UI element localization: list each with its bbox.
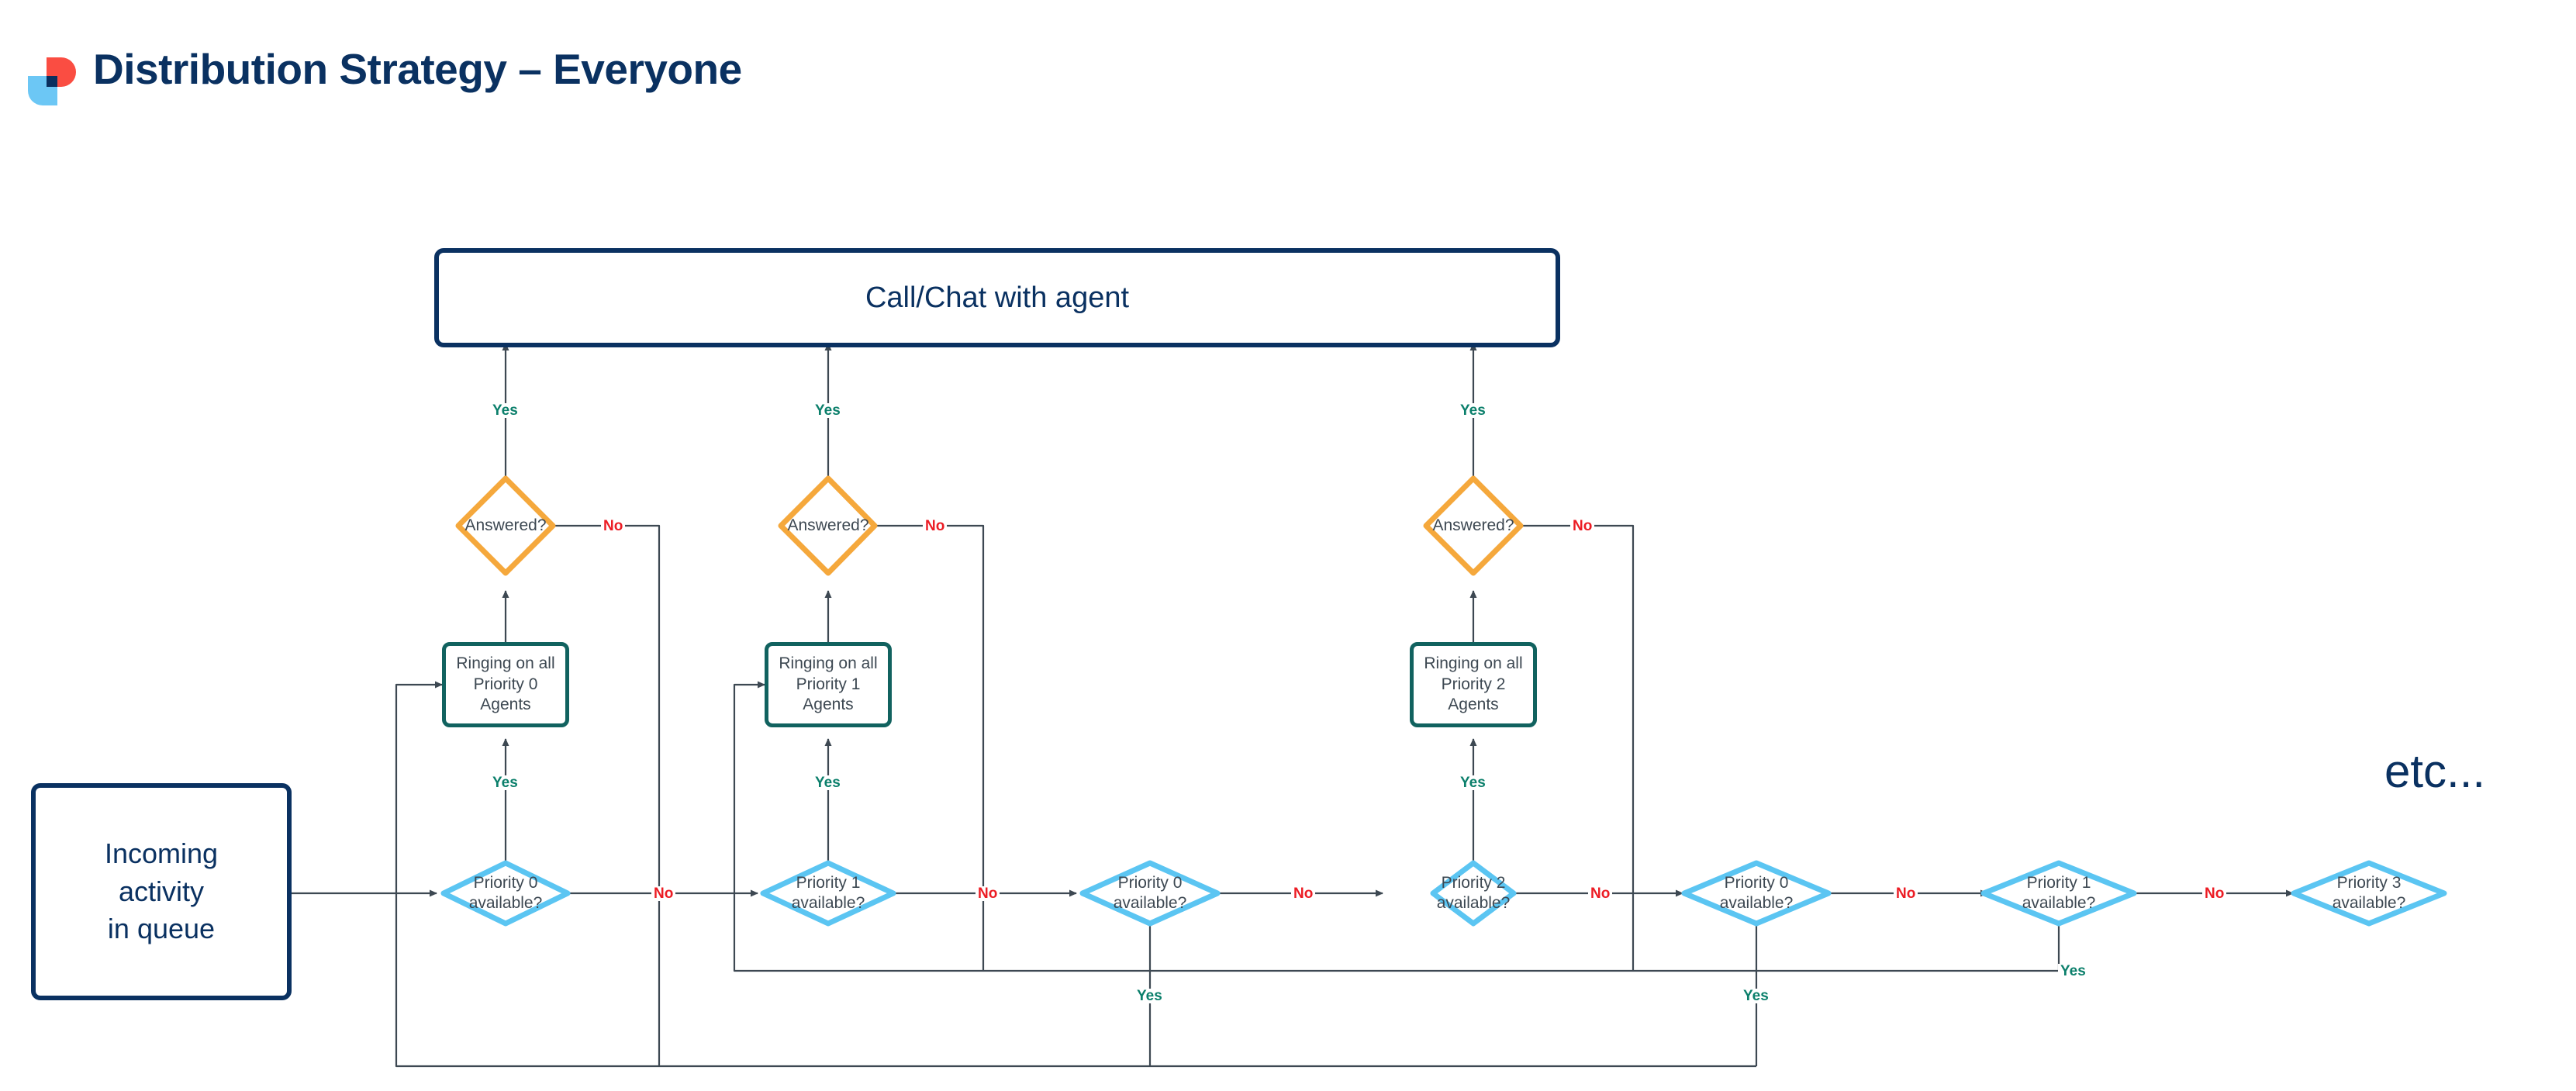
edge-label-yes-terminal-2: Yes <box>813 403 843 418</box>
start-label-line1: Incoming <box>104 837 219 870</box>
brand-logo-icon <box>28 57 76 105</box>
edge-label-yes-down-1: Yes <box>1134 989 1165 1003</box>
edge-retry-ring2 <box>733 681 983 972</box>
edge-label-no-answered-3: No <box>1570 519 1595 533</box>
ringing-line1: Ringing on all <box>1424 654 1523 672</box>
logo-overlap-shape <box>47 76 57 87</box>
page-title: Distribution Strategy – Everyone <box>93 45 742 93</box>
edge-label-yes-terminal-1: Yes <box>490 403 520 418</box>
edge-label-no-answered-1: No <box>601 519 626 533</box>
edge-label-no-chain-3: No <box>1291 886 1316 901</box>
node-ringing-priority-2[interactable]: Ringing on all Priority 2 Agents <box>1410 642 1537 727</box>
edge-label-no-chain-5: No <box>1894 886 1918 901</box>
edge-label-no-chain-4: No <box>1588 886 1613 901</box>
start-label-line3: in queue <box>107 913 216 945</box>
ringing-line2: Priority 1 <box>796 675 861 693</box>
edge-label-yes-down-3: Yes <box>2058 964 2088 979</box>
start-label-line2: activity <box>118 875 205 907</box>
node-ringing-priority-0[interactable]: Ringing on all Priority 0 Agents <box>442 642 569 727</box>
edge-answered3-no <box>1521 524 1635 971</box>
edge-label-yes-terminal-3: Yes <box>1458 403 1488 418</box>
ringing-line2: Priority 2 <box>1441 675 1506 693</box>
node-ringing-priority-1[interactable]: Ringing on all Priority 1 Agents <box>765 642 892 727</box>
ringing-line3: Agents <box>803 696 854 714</box>
edge-label-yes-ring-2: Yes <box>813 775 843 790</box>
ringing-line3: Agents <box>480 696 531 714</box>
etc-label: etc... <box>2384 745 2486 797</box>
edge-p1c-yes-left <box>1633 923 2060 972</box>
page-header: Distribution Strategy – Everyone <box>0 0 2576 155</box>
ringing-line1: Ringing on all <box>456 654 555 672</box>
edge-label-yes-ring-1: Yes <box>490 775 520 790</box>
edge-label-no-chain-6: No <box>2202 886 2227 901</box>
edge-answered2-no <box>875 524 985 971</box>
node-call-chat-with-agent[interactable]: Call/Chat with agent <box>434 248 1560 347</box>
edge-label-yes-ring-3: Yes <box>1458 775 1488 790</box>
edge-label-no-chain-1: No <box>651 886 676 901</box>
edge-label-yes-down-2: Yes <box>1741 989 1771 1003</box>
edge-label-no-chain-2: No <box>975 886 1000 901</box>
edge-retry-ring1 <box>395 681 659 1068</box>
ringing-line2: Priority 0 <box>473 675 538 693</box>
node-label: Call/Chat with agent <box>865 281 1130 314</box>
ringing-line1: Ringing on all <box>779 654 878 672</box>
ringing-line3: Agents <box>1448 696 1499 714</box>
edge-label-no-answered-2: No <box>923 519 948 533</box>
node-incoming-activity-in-queue[interactable]: Incoming activity in queue <box>31 783 292 1000</box>
edge-answered1-no <box>553 524 661 1066</box>
